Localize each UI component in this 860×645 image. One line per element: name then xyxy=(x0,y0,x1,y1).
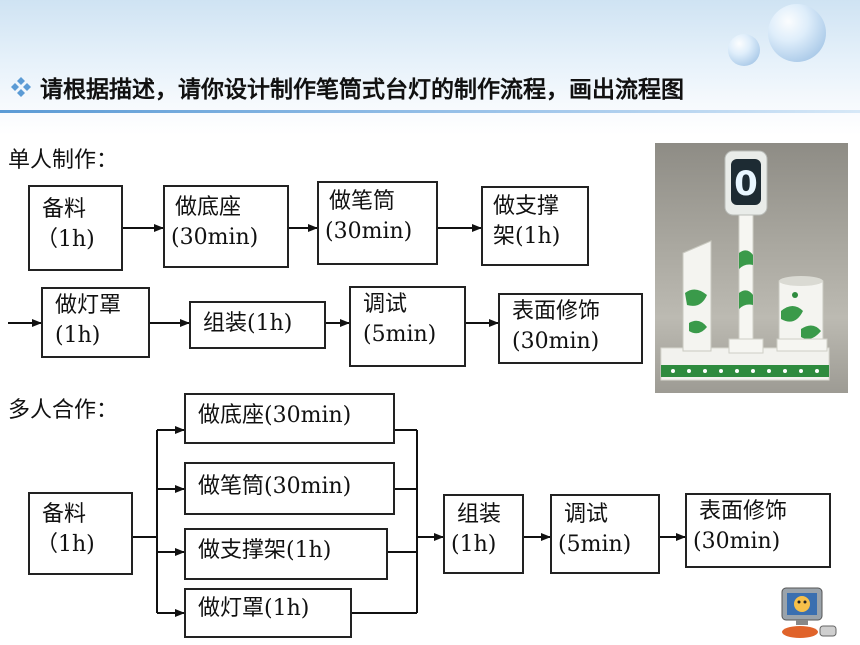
single-step-box: 做灯罩 (1h) xyxy=(41,287,150,358)
decor-bubble-large xyxy=(768,4,826,62)
single-step-box: 表面修饰 (30min) xyxy=(498,293,643,364)
lamp-illustration: 0 xyxy=(660,150,830,381)
computer-mascot-icon xyxy=(781,587,837,638)
multi-after-box: 表面修饰 (30min) xyxy=(685,493,831,568)
lamp-led-digit: 0 xyxy=(734,164,758,204)
single-step-box: 做笔筒 (30min) xyxy=(317,181,438,265)
decor-bubble-small xyxy=(728,34,760,66)
title-row: 请根据描述，请你设计制作笔筒式台灯的制作流程，画出流程图 xyxy=(0,64,860,108)
single-step-box: 备料 （1h) xyxy=(28,185,123,271)
multi-parallel-box: 做灯罩(1h) xyxy=(184,588,352,638)
lamp-photo: 0 xyxy=(655,143,848,393)
multi-parallel-box: 做笔筒(30min) xyxy=(184,462,395,515)
single-step-box: 组装(1h) xyxy=(189,301,326,349)
multi-section-label: 多人合作： xyxy=(8,398,119,423)
single-step-box: 调试 (5min) xyxy=(349,286,466,367)
single-step-box: 做支撑 架(1h) xyxy=(481,186,589,266)
single-step-box: 做底座 (30min) xyxy=(163,185,289,268)
multi-start-box: 备料 （1h) xyxy=(28,492,133,575)
multi-parallel-box: 做支撑架(1h) xyxy=(184,528,388,580)
single-section-label: 单人制作： xyxy=(8,148,119,173)
multi-after-box: 调试 (5min) xyxy=(550,494,660,574)
multi-parallel-box: 做底座(30min) xyxy=(184,393,395,444)
title-underline xyxy=(0,110,860,113)
multi-after-box: 组装 (1h) xyxy=(443,494,524,574)
page-title: 请根据描述，请你设计制作笔筒式台灯的制作流程，画出流程图 xyxy=(40,77,684,103)
bullet-diamond-icon xyxy=(11,77,31,97)
